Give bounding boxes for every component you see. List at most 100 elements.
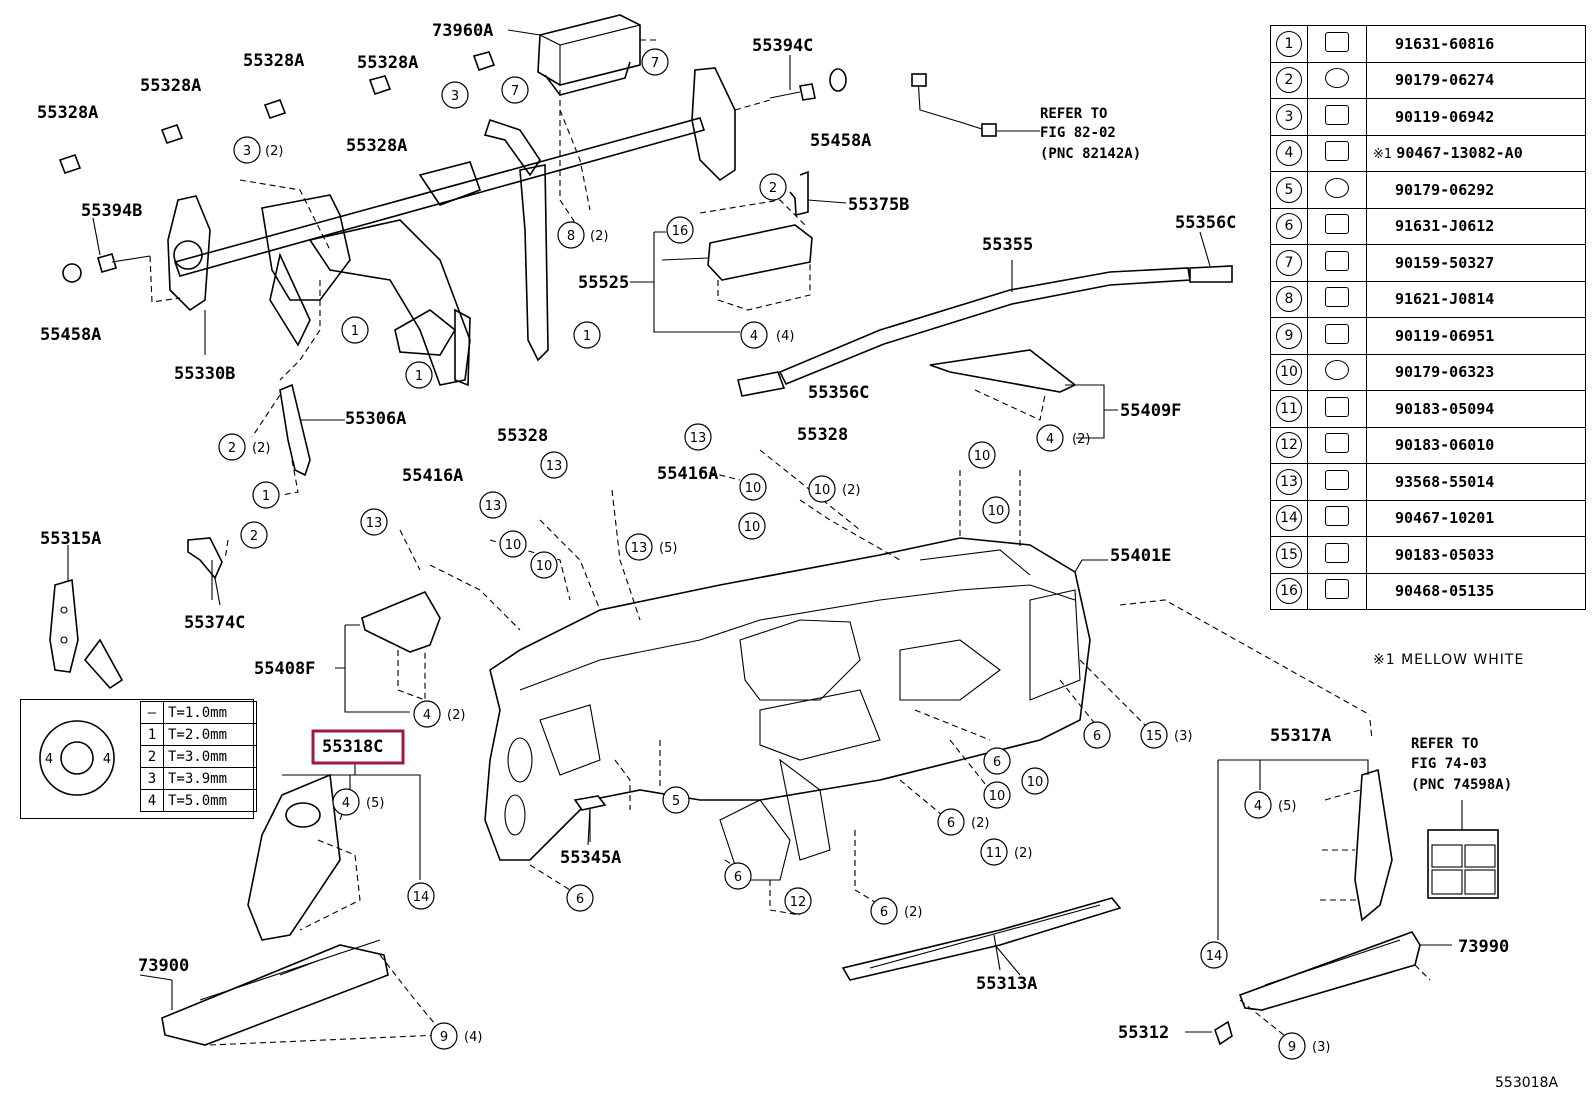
footnote: ※1 MELLOW WHITE	[1373, 652, 1525, 668]
callout-55525: 55525	[578, 273, 629, 293]
cover-55409f	[929, 349, 1118, 439]
row-index: 2	[1276, 67, 1302, 94]
callout-55408f: 55408F	[254, 659, 315, 679]
callout-55306a: 55306A	[345, 409, 406, 429]
thickness-key: 1	[140, 723, 164, 746]
bolt-icon	[1325, 104, 1349, 125]
callout-55345a: 55345A	[560, 848, 621, 868]
svg-text:12: 12	[790, 895, 807, 910]
callout-55312: 55312	[1118, 1023, 1169, 1043]
lower-panel-55317a	[1217, 759, 1393, 940]
part-number: 90179-06274	[1395, 71, 1495, 90]
svg-text:14: 14	[1206, 949, 1223, 964]
box-55408f	[335, 590, 441, 713]
svg-text:6: 6	[1093, 729, 1101, 744]
svg-text:4: 4	[342, 796, 350, 811]
svg-text:10: 10	[744, 520, 761, 535]
callout-55356c: 55356C	[808, 383, 869, 403]
svg-text:FIG 82-02: FIG 82-02	[1040, 125, 1116, 141]
callout-55328a: 55328A	[243, 51, 304, 71]
row-index: 7	[1276, 249, 1302, 276]
cover-55525	[630, 199, 813, 333]
svg-text:FIG 74-03: FIG 74-03	[1411, 756, 1487, 772]
svg-text:7: 7	[651, 56, 659, 71]
thickness-value: T=1.0mm	[163, 701, 257, 724]
callout-55315a: 55315A	[40, 529, 101, 549]
svg-text:2: 2	[228, 441, 236, 456]
svg-text:1: 1	[415, 369, 423, 384]
bolt-icon	[1325, 323, 1349, 344]
cover-55318c	[247, 762, 421, 941]
bracket-55375b	[789, 170, 809, 217]
molding-55355	[737, 260, 1233, 397]
svg-text:REFER TO: REFER TO	[1040, 106, 1107, 122]
svg-text:13: 13	[546, 459, 563, 474]
qty: (3)	[1312, 1040, 1330, 1055]
svg-text:1: 1	[262, 489, 270, 504]
part-number: 90159-50327	[1395, 253, 1495, 272]
row-index: 13	[1276, 468, 1302, 495]
caution-label	[1427, 800, 1499, 899]
clip-icon	[1325, 579, 1349, 600]
bracket-55315a	[49, 578, 124, 690]
qty: (3)	[1174, 729, 1192, 744]
callout-55374c: 55374C	[184, 613, 245, 633]
callout-73900: 73900	[138, 956, 189, 976]
svg-text:6: 6	[947, 816, 955, 831]
qty: (2)	[590, 229, 608, 244]
figure-code: 553018A	[1495, 1075, 1559, 1091]
callout-55328a: 55328A	[140, 76, 201, 96]
bolt-icon	[1325, 214, 1349, 235]
callout-73990: 73990	[1458, 937, 1509, 957]
part-number: 90119-06951	[1395, 326, 1495, 345]
thickness-value: T=2.0mm	[163, 723, 257, 746]
part-number-callouts: 73960A 55328A 55328A 55328A 55328A 55328…	[37, 21, 1509, 1043]
clip-icon	[1325, 542, 1349, 563]
refer-note-label: REFER TO FIG 74-03 (PNC 74598A)	[1411, 736, 1512, 793]
row-index: 4	[1276, 140, 1302, 167]
part-number: 90179-06292	[1395, 180, 1495, 199]
clip-55328a-group	[58, 51, 496, 175]
svg-text:6: 6	[880, 905, 888, 920]
qty: (2)	[842, 483, 860, 498]
svg-text:3: 3	[243, 144, 251, 159]
qty: (5)	[1278, 799, 1296, 814]
wire-harness	[911, 73, 1040, 137]
callout-55375b: 55375B	[848, 195, 909, 215]
nut-icon	[1325, 177, 1349, 198]
row-index: 10	[1276, 359, 1302, 386]
svg-text:13: 13	[631, 541, 648, 556]
lower-panel-73990	[1238, 931, 1452, 1041]
plate-icon	[1325, 433, 1349, 454]
row-index: 8	[1276, 286, 1302, 313]
svg-text:10: 10	[814, 483, 831, 498]
thickness-key: 3	[140, 767, 164, 790]
fastener-row: 4※1 90467-13082-A0	[1270, 134, 1586, 172]
callout-55401e: 55401E	[1110, 546, 1171, 566]
svg-text:(PNC 82142A): (PNC 82142A)	[1040, 146, 1141, 162]
thickness-key: 2	[140, 745, 164, 768]
qty: (2)	[252, 441, 270, 456]
svg-text:13: 13	[690, 431, 707, 446]
brace-55306a	[251, 383, 345, 496]
svg-text:4: 4	[423, 708, 431, 723]
part-number: 90467-13082-A0	[1396, 144, 1523, 163]
svg-text:4: 4	[45, 752, 53, 767]
bolt-icon	[1325, 31, 1349, 52]
callout-55328a: 55328A	[37, 103, 98, 123]
callout-55328a: 55328A	[357, 53, 418, 73]
callout-55356c: 55356C	[1175, 213, 1236, 233]
svg-text:7: 7	[511, 84, 519, 99]
callout-55355: 55355	[982, 235, 1033, 255]
row-index: 6	[1276, 213, 1302, 240]
callout-55416a: 55416A	[657, 464, 718, 484]
